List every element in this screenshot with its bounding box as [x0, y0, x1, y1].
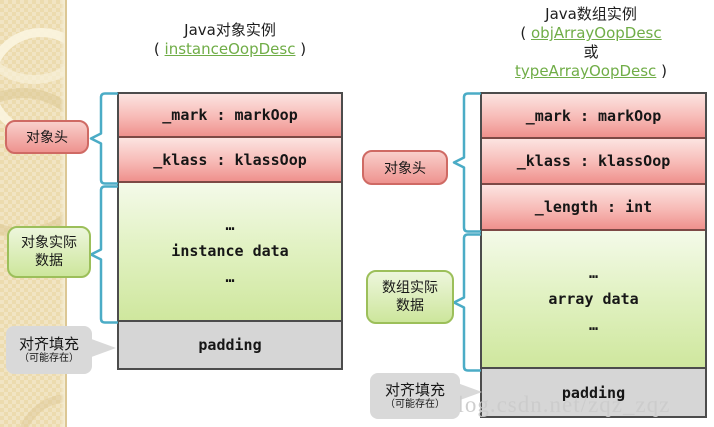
- array-data-text: array data: [548, 289, 639, 308]
- row-klass: _klass : klassOop: [119, 138, 341, 183]
- decorative-ring: [16, 394, 67, 427]
- array-data-label-line2: 数据: [396, 298, 424, 314]
- ellipsis-top: …: [225, 216, 235, 234]
- row-padding: padding: [482, 369, 705, 416]
- right-subtitle-line2: typeArrayOopDesc ): [468, 62, 714, 81]
- object-data-label-line1: 对象实际: [21, 235, 77, 251]
- object-header-label: 对象头: [5, 120, 89, 154]
- instanceoopdesc-link[interactable]: instanceOopDesc: [164, 40, 296, 58]
- padding-callout-title: 对齐填充: [384, 380, 445, 399]
- left-padding-callout: 对齐填充 （可能存在）: [6, 326, 92, 374]
- ellipsis-bottom: …: [225, 268, 235, 286]
- close-paren: ): [656, 62, 667, 80]
- close-paren: ): [295, 40, 307, 58]
- or-text: 或: [583, 43, 599, 61]
- row-length: _length : int: [482, 185, 705, 231]
- callout-pointer: [86, 337, 116, 359]
- ellipsis-top: …: [588, 263, 599, 282]
- objarrayoopdesc-link[interactable]: objArrayOopDesc: [531, 24, 662, 42]
- row-instance-data: … instance data …: [119, 183, 341, 322]
- ellipsis-bottom: …: [588, 315, 599, 334]
- right-diagram-title: Java数组实例 ( objArrayOopDesc 或 typeArrayOo…: [468, 5, 714, 81]
- left-diagram-title: Java对象实例 ( instanceOopDesc ): [117, 21, 343, 59]
- open-paren: (: [153, 40, 165, 58]
- array-instance-memory-layout: _mark : markOop _klass : klassOop _lengt…: [480, 92, 707, 418]
- left-data-brace: [89, 185, 118, 324]
- row-klass: _klass : klassOop: [482, 139, 705, 185]
- object-data-label: 对象实际 数据: [7, 226, 91, 278]
- left-header-brace: [89, 92, 118, 185]
- padding-callout-note: （可能存在）: [385, 398, 445, 410]
- open-paren: (: [520, 24, 531, 42]
- array-data-label-line1: 数组实际: [382, 280, 438, 296]
- row-mark: _mark : markOop: [119, 94, 341, 138]
- decorative-side-strip: [0, 0, 67, 427]
- left-title-text: Java对象实例: [184, 21, 276, 39]
- padding-callout-title: 对齐填充: [18, 334, 79, 353]
- object-instance-memory-layout: _mark : markOop _klass : klassOop … inst…: [117, 92, 343, 370]
- row-array-data: … array data …: [482, 231, 705, 369]
- right-data-brace: [452, 233, 481, 372]
- left-subtitle: ( instanceOopDesc ): [117, 40, 343, 59]
- right-title-text: Java数组实例: [545, 5, 637, 23]
- right-subtitle-line1: ( objArrayOopDesc: [468, 24, 714, 43]
- padding-callout-note: （可能存在）: [19, 352, 79, 364]
- instance-data-text: instance data: [171, 242, 289, 260]
- typearrayoopdesc-link[interactable]: typeArrayOopDesc: [515, 62, 657, 80]
- object-data-label-line2: 数据: [35, 253, 63, 269]
- right-padding-callout: 对齐填充 （可能存在）: [370, 373, 460, 419]
- array-header-label: 对象头: [362, 150, 448, 185]
- array-data-label: 数组实际 数据: [366, 270, 454, 324]
- row-mark: _mark : markOop: [482, 94, 705, 139]
- right-header-brace: [452, 92, 481, 233]
- row-padding: padding: [119, 322, 341, 368]
